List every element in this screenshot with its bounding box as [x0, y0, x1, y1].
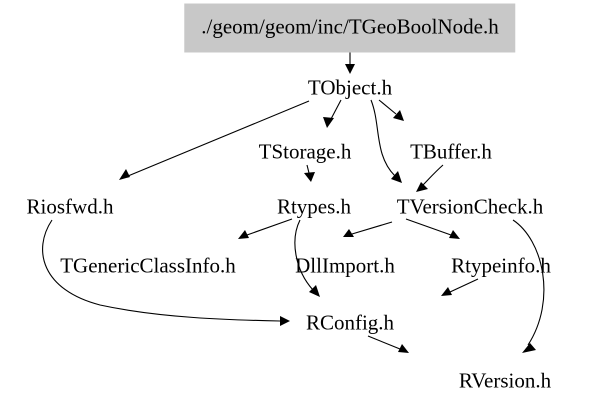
arrowhead-icon — [398, 344, 409, 353]
graph-node-riosfwd[interactable]: Riosfwd.h — [26, 194, 114, 219]
arrowhead-icon — [343, 229, 354, 237]
edge-line — [367, 335, 401, 350]
edge-line — [449, 278, 479, 293]
edge-root-to-tobject — [345, 51, 355, 74]
graph-node-label: TGenericClassInfo.h — [60, 253, 236, 278]
edge-rtypes-to-rconfig — [294, 219, 320, 297]
graph-node-label: TStorage.h — [258, 139, 352, 164]
edge-tobject-to-tversioncheck — [370, 99, 402, 183]
graph-node-label: ./geom/geom/inc/TGeoBoolNode.h — [201, 14, 499, 39]
arrowhead-icon — [280, 316, 290, 326]
edge-line — [351, 221, 393, 235]
arrowhead-icon — [304, 172, 315, 182]
edge-line — [42, 219, 281, 322]
graph-node-rconfig[interactable]: RConfig.h — [305, 310, 395, 335]
edge-rtypes-to-tgenericclassinfo — [238, 218, 293, 239]
edge-tstorage-to-rtypes — [304, 164, 315, 182]
graph-node-label: Rtypeinfo.h — [451, 253, 551, 278]
graph-node-tgenericclassinfo[interactable]: TGenericClassInfo.h — [60, 253, 236, 278]
graph-node-label: TObject.h — [307, 75, 393, 100]
arrowhead-icon — [441, 287, 452, 296]
graph-node-tobject[interactable]: TObject.h — [307, 75, 393, 100]
arrowhead-icon — [119, 169, 130, 180]
graph-node-rtypeinfo[interactable]: Rtypeinfo.h — [451, 253, 551, 278]
graph-node-label: RConfig.h — [305, 310, 395, 335]
edge-tbuffer-to-tversioncheck — [416, 164, 444, 192]
graph-node-rversion[interactable]: RVersion.h — [458, 368, 552, 393]
edge-line — [306, 164, 310, 174]
arrowhead-icon — [238, 230, 249, 239]
edge-line — [246, 218, 293, 236]
edge-line — [512, 219, 545, 346]
arrowhead-icon — [309, 285, 320, 297]
edge-tobject-to-tbuffer — [378, 99, 404, 121]
graph-node-label: TVersionCheck.h — [396, 194, 544, 219]
graph-node-label: TBuffer.h — [410, 139, 492, 164]
edge-line — [330, 99, 342, 120]
edge-line — [294, 219, 314, 291]
edge-line — [378, 99, 397, 115]
graph-node-root[interactable]: ./geom/geom/inc/TGeoBoolNode.h — [184, 3, 516, 53]
arrowhead-icon — [522, 343, 536, 353]
arrowhead-icon — [323, 117, 334, 128]
graph-node-tstorage[interactable]: TStorage.h — [258, 139, 352, 164]
edge-rtypeinfo-to-rconfig — [441, 278, 479, 296]
edge-tversioncheck-to-rtypes — [343, 221, 393, 237]
edge-line — [421, 164, 444, 187]
edge-line — [370, 99, 396, 177]
graph-node-label: Rtypes.h — [276, 194, 352, 219]
graph-node-dllimport[interactable]: DllImport.h — [295, 253, 395, 278]
arrowhead-icon — [449, 230, 460, 239]
edge-tversioncheck-to-rversion — [512, 219, 545, 353]
graph-node-label: RVersion.h — [458, 368, 552, 393]
edge-rconfig-to-rversion — [367, 335, 409, 353]
graph-node-label: Riosfwd.h — [26, 194, 114, 219]
edge-riosfwd-to-rconfig — [42, 219, 290, 326]
graph-node-label: DllImport.h — [295, 253, 395, 278]
edge-line — [127, 100, 310, 177]
arrowhead-icon — [345, 64, 355, 74]
edge-tobject-to-tstorage — [323, 99, 342, 128]
graph-node-rtypes[interactable]: Rtypes.h — [276, 194, 352, 219]
edge-line — [405, 218, 452, 236]
edge-tobject-to-riosfwd — [119, 100, 310, 180]
edge-rtypes-to-rtypeinfo — [405, 218, 460, 239]
graph-node-tversioncheck[interactable]: TVersionCheck.h — [396, 194, 544, 219]
arrowhead-icon — [416, 182, 428, 192]
arrowhead-icon — [391, 171, 402, 183]
graph-node-tbuffer[interactable]: TBuffer.h — [410, 139, 492, 164]
arrowhead-icon — [393, 110, 404, 121]
